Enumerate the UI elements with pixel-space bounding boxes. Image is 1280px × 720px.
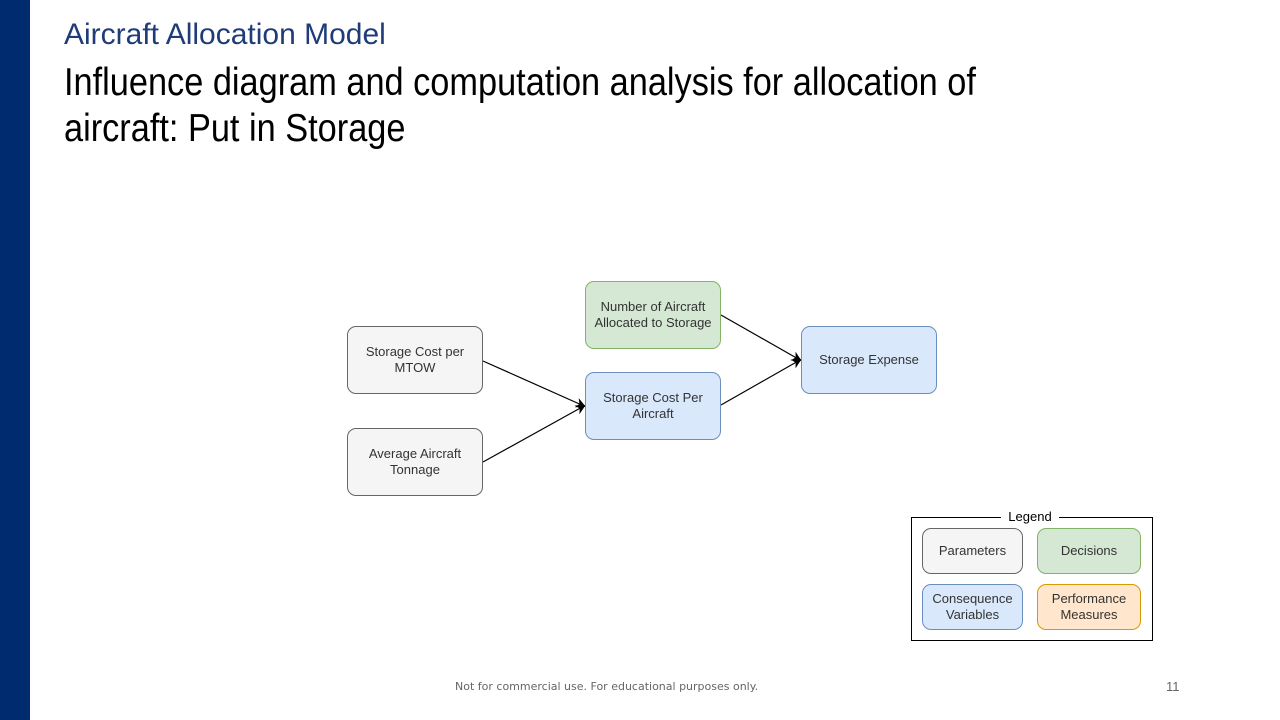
slide-title: Influence diagram and computation analys… <box>64 61 976 150</box>
edge-mtow-to-cost-per-aircraft <box>482 360 586 408</box>
edge-tonnage-to-cost-per-aircraft <box>482 405 586 463</box>
legend-parameters: Parameters <box>922 528 1023 574</box>
footer-note: Not for commercial use. For educational … <box>455 680 759 693</box>
sidebar-accent-bar <box>0 0 30 720</box>
node-storage-cost-per-mtow: Storage Cost per MTOW <box>347 326 483 394</box>
node-storage-cost-per-aircraft: Storage Cost Per Aircraft <box>585 372 721 440</box>
legend-performance-measures: Performance Measures <box>1037 584 1141 630</box>
node-number-of-aircraft: Number of Aircraft Allocated to Storage <box>585 281 721 349</box>
edge-number-to-expense <box>720 314 802 361</box>
node-average-aircraft-tonnage: Average Aircraft Tonnage <box>347 428 483 496</box>
edge-cost-per-aircraft-to-expense <box>720 359 802 406</box>
page-number: 11 <box>1166 679 1180 694</box>
legend-decisions: Decisions <box>1037 528 1141 574</box>
legend-title: Legend <box>1001 509 1059 524</box>
legend-consequence-variables: Consequence Variables <box>922 584 1023 630</box>
node-storage-expense: Storage Expense <box>801 326 937 394</box>
slide-subtitle: Aircraft Allocation Model <box>64 18 386 51</box>
